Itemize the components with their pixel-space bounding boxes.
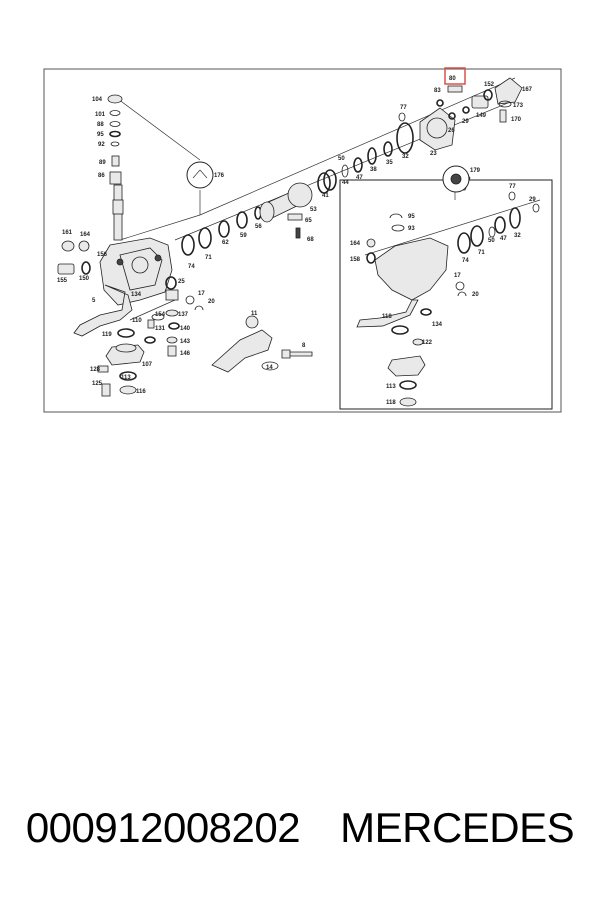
label: 95 bbox=[97, 132, 104, 138]
label: 53 bbox=[310, 207, 317, 213]
leader-lines bbox=[117, 77, 541, 321]
label: 56 bbox=[255, 224, 262, 230]
label: 116 bbox=[136, 389, 146, 395]
highlighted-label: 80 bbox=[449, 76, 456, 82]
label: 86 bbox=[98, 173, 105, 179]
callout-176-icon bbox=[192, 169, 208, 179]
left-small-parts bbox=[57, 240, 204, 397]
label: 131 bbox=[155, 326, 166, 332]
label: 20 bbox=[472, 292, 479, 298]
label: 29 bbox=[529, 197, 536, 203]
pitman-arm bbox=[211, 315, 313, 373]
label: 47 bbox=[500, 236, 507, 242]
part-number: 000912008202 bbox=[25, 804, 301, 851]
label: 89 bbox=[99, 160, 106, 166]
label: 95 bbox=[408, 214, 415, 220]
label: 77 bbox=[400, 105, 407, 111]
label: 161 bbox=[62, 230, 73, 236]
label: 128 bbox=[90, 367, 101, 373]
highlight-box bbox=[444, 67, 466, 85]
label: 134 bbox=[131, 292, 142, 298]
label: 32 bbox=[402, 154, 409, 160]
label: 77 bbox=[509, 184, 516, 190]
label: 92 bbox=[98, 142, 105, 148]
label: 140 bbox=[180, 326, 191, 332]
callout-179-icon bbox=[450, 173, 462, 185]
label: 150 bbox=[79, 276, 90, 282]
label: 38 bbox=[370, 167, 377, 173]
brand-name: MERCEDES bbox=[340, 804, 575, 851]
inset-parts bbox=[356, 167, 540, 407]
label: 47 bbox=[356, 175, 363, 181]
label: 50 bbox=[488, 238, 495, 244]
label: 26 bbox=[448, 128, 455, 134]
label: 134 bbox=[432, 322, 443, 328]
label: 65 bbox=[305, 218, 312, 224]
label: 20 bbox=[208, 299, 215, 305]
left-column-parts bbox=[107, 94, 124, 241]
label: 41 bbox=[322, 193, 329, 199]
label: 173 bbox=[513, 103, 524, 109]
worm-shaft-parts bbox=[181, 112, 414, 256]
label: 29 bbox=[462, 119, 469, 125]
label: 146 bbox=[180, 351, 191, 357]
label: 113 bbox=[386, 384, 396, 390]
label: 74 bbox=[462, 258, 469, 264]
label: 164 bbox=[350, 241, 361, 247]
label: 5 bbox=[92, 298, 96, 304]
label: 8 bbox=[302, 343, 306, 349]
label: 158 bbox=[350, 257, 361, 263]
label: 155 bbox=[57, 278, 68, 284]
end-cover-assembly bbox=[419, 77, 523, 151]
label: 110 bbox=[132, 318, 142, 324]
callout-labels: 104 101 88 95 92 89 86 176 161 164 156 1… bbox=[57, 76, 536, 406]
label: 164 bbox=[80, 232, 91, 238]
exploded-parts-diagram: 104 101 88 95 92 89 86 176 161 164 156 1… bbox=[43, 67, 562, 413]
label: 154 bbox=[155, 312, 166, 318]
label: 62 bbox=[222, 240, 229, 246]
label: 11 bbox=[251, 311, 258, 317]
label: 17 bbox=[454, 273, 461, 279]
label: 71 bbox=[478, 250, 485, 256]
label: 44 bbox=[342, 180, 349, 186]
label: 125 bbox=[92, 381, 103, 387]
label: 35 bbox=[386, 160, 393, 166]
label: 104 bbox=[92, 97, 103, 103]
label: 107 bbox=[142, 362, 153, 368]
label: 152 bbox=[484, 82, 495, 88]
label: 17 bbox=[198, 291, 205, 297]
label: 25 bbox=[178, 279, 185, 285]
label: 170 bbox=[511, 117, 522, 123]
label: 143 bbox=[180, 339, 191, 345]
label: 14 bbox=[266, 365, 273, 371]
label: 118 bbox=[386, 400, 396, 406]
label: 137 bbox=[178, 312, 189, 318]
label: 176 bbox=[214, 173, 225, 179]
steering-gear-housing bbox=[73, 237, 173, 337]
label: 88 bbox=[97, 122, 104, 128]
label: 113 bbox=[121, 375, 131, 381]
label: 167 bbox=[522, 87, 533, 93]
label: 118 bbox=[382, 314, 392, 320]
label: 59 bbox=[240, 233, 247, 239]
label: 68 bbox=[307, 237, 314, 243]
label: 149 bbox=[476, 113, 487, 119]
label: 101 bbox=[95, 112, 106, 118]
label: 122 bbox=[422, 340, 433, 346]
label: 119 bbox=[102, 332, 112, 338]
callout-176-circle bbox=[186, 161, 214, 189]
label: 23 bbox=[430, 151, 437, 157]
product-caption: 000912008202 MERCEDES bbox=[0, 804, 600, 864]
label: 32 bbox=[514, 233, 521, 239]
label: 156 bbox=[97, 252, 108, 258]
label: 93 bbox=[408, 226, 415, 232]
label: 50 bbox=[338, 156, 345, 162]
label: 83 bbox=[434, 88, 441, 94]
label: 71 bbox=[205, 255, 212, 261]
label: 179 bbox=[470, 168, 481, 174]
label: 74 bbox=[188, 264, 195, 270]
